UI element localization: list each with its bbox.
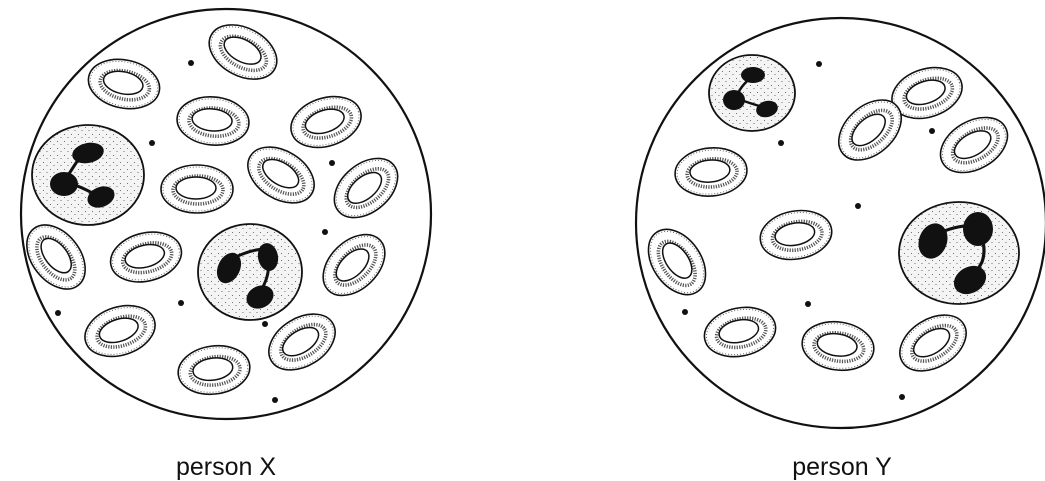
platelet <box>55 310 61 316</box>
white-blood-cell <box>198 224 302 320</box>
platelet <box>899 394 905 400</box>
platelet <box>262 321 268 327</box>
panel-person-x: person X <box>15 9 431 481</box>
platelet <box>272 397 278 403</box>
white-blood-cell <box>709 55 795 131</box>
platelet <box>855 203 861 209</box>
platelet <box>329 160 335 166</box>
red-blood-cell <box>161 165 233 213</box>
platelet <box>322 229 328 235</box>
platelet <box>778 140 784 146</box>
panel-person-y: person Y <box>636 18 1045 481</box>
white-blood-cell <box>899 202 1019 304</box>
platelet <box>188 60 194 66</box>
caption-person-y: person Y <box>792 453 892 481</box>
platelet <box>149 140 155 146</box>
platelet <box>805 301 811 307</box>
platelet <box>682 309 688 315</box>
caption-person-x: person X <box>176 453 276 481</box>
platelet <box>816 61 822 67</box>
platelet <box>178 300 184 306</box>
white-blood-cell <box>32 125 144 225</box>
platelet <box>929 128 935 134</box>
